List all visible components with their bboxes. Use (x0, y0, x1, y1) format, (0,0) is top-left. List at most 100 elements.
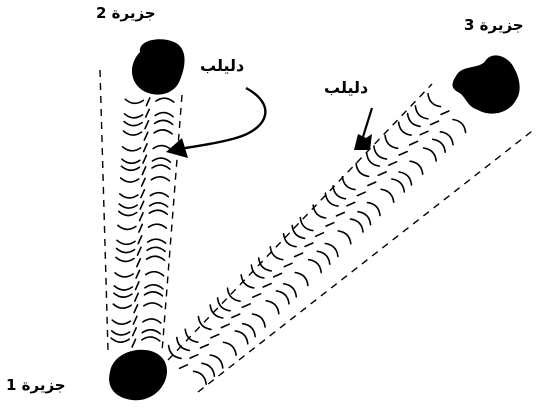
dolphin-wave-stroke (123, 147, 141, 151)
dolphin-wave-stroke (399, 122, 412, 135)
dolphin-wave-stroke (116, 257, 134, 261)
dolphin-wave-stroke (368, 203, 381, 216)
dolphin-wave-stroke (112, 331, 130, 335)
dolphin-wave-stroke (140, 201, 144, 209)
dolphin-wave-stroke (152, 158, 170, 162)
dolphin-wave-stroke (152, 165, 170, 169)
dolphin-wave-stroke (151, 177, 169, 181)
right-corridor-boundary-a (168, 84, 432, 360)
dolphin-wave-stroke (133, 316, 137, 324)
island-3-shape (453, 55, 520, 113)
dolphin-wave-stroke (381, 189, 394, 202)
dolphin-wave-stroke (326, 223, 334, 226)
dolphin-wave-stroke (242, 304, 250, 307)
dolphin-wave-stroke (133, 328, 137, 336)
dolphin-wave-stroke (300, 218, 313, 231)
left-dolphin-trail (111, 98, 174, 347)
dolphin-wave-stroke (124, 122, 142, 126)
dolphin-wave-stroke (156, 98, 174, 102)
dolphin-wave-stroke (119, 204, 137, 208)
dolphin-wave-stroke (253, 294, 261, 297)
dolphin-label-left: دليلب (200, 58, 244, 74)
dolphin-wave-stroke (155, 113, 173, 117)
dolphin-wave-stroke (147, 256, 165, 260)
dolphin-wave-stroke (121, 178, 139, 182)
dolphin-wave-stroke (125, 99, 143, 103)
dolphin-label-right: دليلب (324, 80, 368, 96)
dolphin-wave-stroke (356, 164, 369, 177)
dolphin-wave-stroke (153, 146, 171, 150)
dolphin-wave-stroke (305, 243, 313, 246)
dolphin-wave-stroke (431, 121, 439, 125)
dolphin-wave-stroke (317, 251, 330, 264)
dolphin-wave-stroke (150, 193, 168, 197)
dolphin-wave-stroke (194, 371, 207, 384)
dolphin-wave-stroke (368, 182, 376, 185)
dolphin-wave-stroke (140, 213, 143, 221)
dolphin-wave-stroke (124, 131, 142, 135)
dolphin-wave-stroke (374, 146, 387, 159)
dolphin-wave-stroke (134, 305, 138, 313)
dolphin-wave-stroke (120, 194, 138, 198)
dolphin-wave-stroke (111, 338, 129, 342)
dolphin-wave-stroke (154, 130, 172, 134)
dolphin-wave-stroke (135, 293, 138, 301)
right-dolphin-trail (169, 94, 466, 385)
dolphin-wave-stroke (142, 337, 160, 341)
dolphin-wave-stroke (284, 234, 297, 247)
dolphin-wave-stroke (144, 144, 148, 152)
dolphin-wave-stroke (210, 355, 223, 368)
dolphin-wave-stroke (112, 320, 130, 324)
dolphin-wave-stroke (428, 94, 441, 107)
dolphin-wave-stroke (147, 247, 165, 251)
dolphin-wave-stroke (295, 273, 308, 286)
dolphin-wave-stroke (441, 111, 449, 114)
dolphin-wave-stroke (139, 224, 142, 232)
dolphin-wave-stroke (295, 253, 303, 257)
dolphin-wave-stroke (392, 179, 405, 192)
dolphin-wave-stroke (146, 98, 149, 106)
dolphin-wave-stroke (232, 314, 240, 317)
dolphin-wave-stroke (325, 244, 338, 257)
dolphin-wave-stroke (440, 132, 453, 145)
dolphin-wave-stroke (149, 224, 167, 228)
island-3-label: جزيرة 3 (464, 18, 524, 33)
dolphin-wave-stroke (399, 152, 407, 155)
dolphin-wave-stroke (137, 259, 141, 267)
dolphin-wave-stroke (235, 331, 248, 344)
dolphin-wave-stroke (145, 285, 163, 289)
dolphin-wave-stroke (221, 324, 229, 327)
dolphin-wave-stroke (190, 355, 198, 358)
dolphin-wave-stroke (284, 263, 292, 266)
dolphin-wave-stroke (309, 260, 322, 273)
dolphin-wave-stroke (270, 247, 283, 260)
island-2-shape (132, 39, 185, 94)
dolphin-wave-stroke (357, 192, 365, 195)
dolphin-wave-stroke (337, 213, 345, 216)
dolphin-wave-stroke (121, 166, 139, 170)
dolphin-wave-stroke (117, 249, 135, 253)
dolphin-wave-stroke (228, 288, 241, 301)
dolphin-wave-stroke (142, 178, 146, 186)
dolphin-wave-stroke (415, 106, 428, 119)
dolphin-wave-stroke (138, 236, 142, 244)
dolphin-wave-stroke (433, 139, 446, 152)
dolphin-wave-stroke (263, 284, 271, 287)
dolphin-wave-stroke (378, 172, 386, 175)
dolphin-wave-stroke (202, 363, 215, 376)
dolphin-wave-stroke (408, 114, 421, 127)
island-2-label: جزيرة 2 (96, 6, 156, 21)
dolphin-wave-stroke (115, 273, 133, 277)
dolphin-wave-stroke (150, 203, 168, 207)
dolphin-wave-stroke (144, 303, 162, 307)
dolphin-wave-stroke (125, 114, 143, 118)
right-corridor-boundary-b (198, 128, 536, 392)
dolphin-wave-stroke (277, 291, 290, 304)
dolphin-wave-stroke (420, 131, 428, 134)
dolphin-wave-stroke (453, 120, 466, 133)
dolphin-wave-stroke (119, 211, 137, 215)
dolphin-wave-stroke (342, 177, 355, 190)
dolphin-pointer-arrow-left (176, 88, 265, 150)
dolphin-wave-stroke (316, 233, 324, 237)
